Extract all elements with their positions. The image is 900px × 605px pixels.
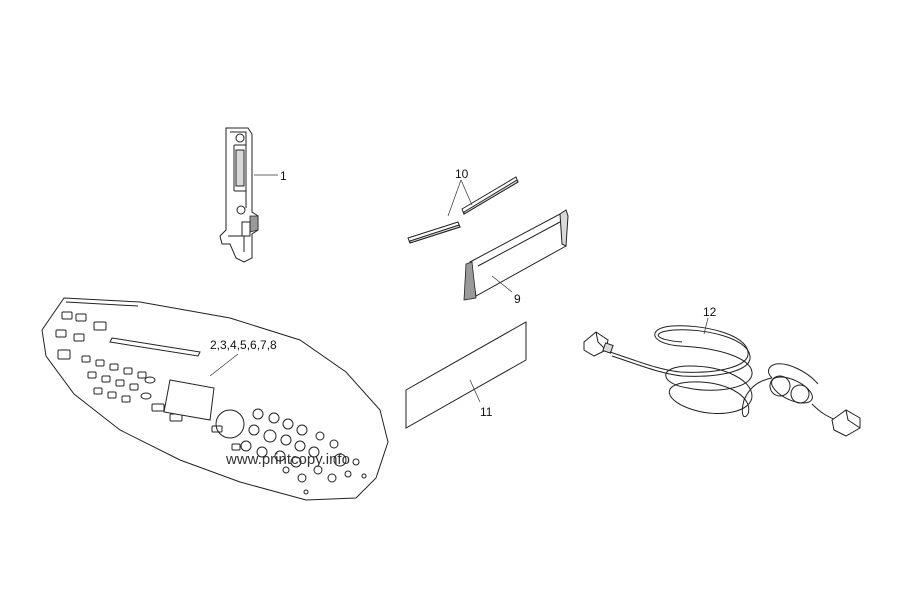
part-9-sheet	[463, 209, 569, 301]
callout-2-8: 2,3,4,5,6,7,8	[210, 338, 277, 352]
leader-12	[703, 317, 709, 335]
leader-10a	[447, 179, 462, 217]
callout-1: 1	[280, 169, 287, 183]
watermark-text: www.printcopy.info	[225, 451, 350, 468]
callout-11: 11	[480, 405, 493, 419]
callout-12: 12	[703, 305, 717, 319]
leader-10b	[460, 179, 473, 206]
callout-10: 10	[455, 167, 469, 181]
part-10-strips	[407, 176, 519, 244]
leader-11	[469, 379, 481, 403]
part-2-8-panel-overlay	[41, 297, 389, 501]
part-11-label-sheet	[405, 321, 527, 429]
part-12-cord	[583, 325, 861, 437]
part-1-bracket	[219, 127, 259, 263]
callout-9: 9	[514, 292, 521, 306]
leader-9	[491, 275, 513, 293]
leader-2-8	[209, 353, 239, 377]
